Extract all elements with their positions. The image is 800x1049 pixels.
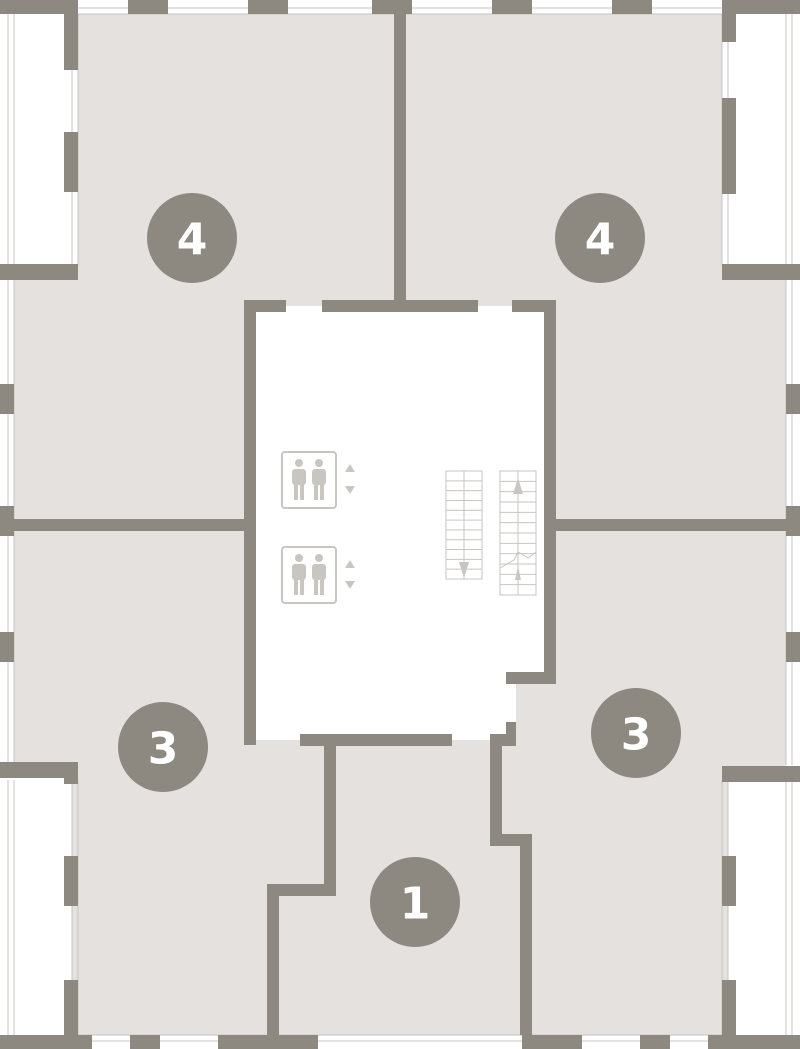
apartment-badge-bottom-left[interactable]: 3 <box>118 702 208 792</box>
arrow-up-icon <box>345 464 355 472</box>
apartment-badge-bottom-center[interactable]: 1 <box>370 857 460 947</box>
apartment-badge-top-right[interactable]: 4 <box>555 193 645 283</box>
apartment-areas <box>14 14 786 1035</box>
elevator-1 <box>281 451 355 509</box>
elevator-icon <box>281 451 337 509</box>
person-icon <box>292 459 326 500</box>
arrow-up-icon <box>345 560 355 568</box>
room-count-label: 1 <box>400 879 431 930</box>
room-count-label: 3 <box>148 724 179 775</box>
room-count-label: 4 <box>177 215 208 266</box>
elevator-2 <box>281 546 355 604</box>
elevator-icon <box>281 546 337 604</box>
apartment-badge-bottom-right[interactable]: 3 <box>591 688 681 778</box>
apartment-area-bottom-right[interactable] <box>496 525 786 1035</box>
room-count-label: 3 <box>621 710 652 761</box>
arrow-down-icon <box>345 581 355 589</box>
core-hall <box>250 306 550 740</box>
stairs-icon <box>445 470 537 596</box>
room-count-label: 4 <box>585 215 616 266</box>
arrow-down-icon <box>345 486 355 494</box>
apartment-badge-top-left[interactable]: 4 <box>147 193 237 283</box>
person-icon <box>292 554 326 595</box>
